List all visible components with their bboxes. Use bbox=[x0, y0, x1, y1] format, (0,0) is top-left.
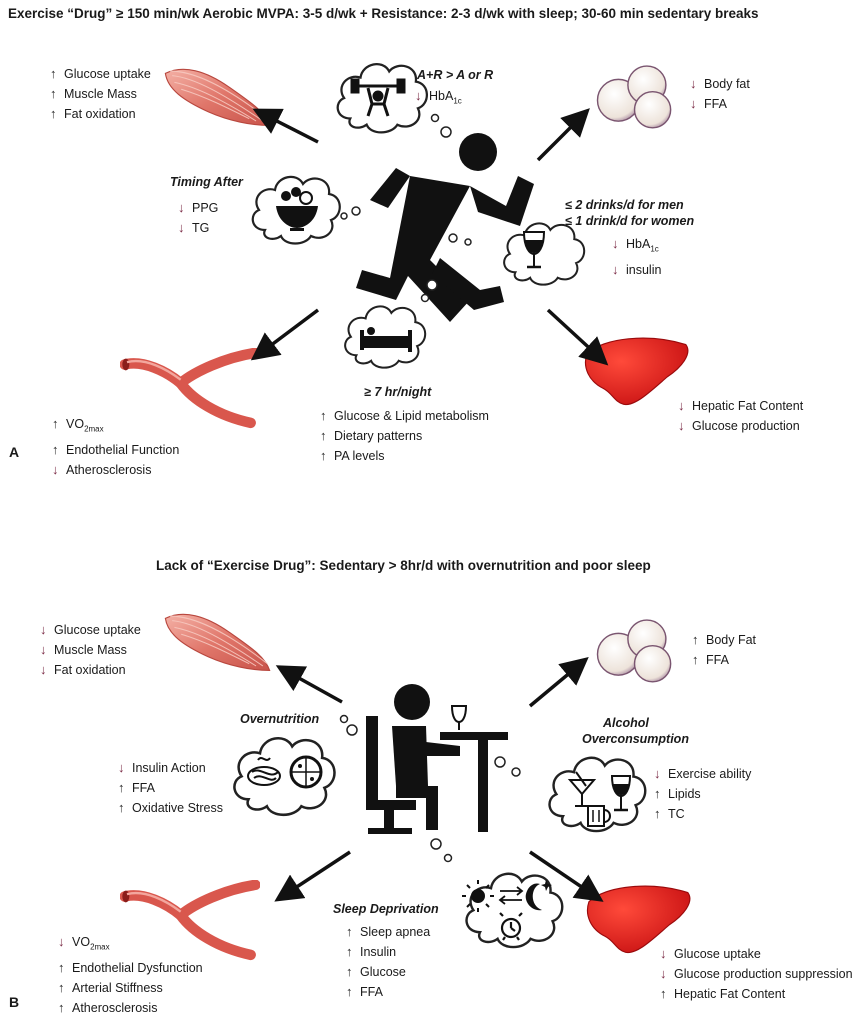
panel-b-letter: B bbox=[9, 994, 20, 1010]
alcohol-heading-a-1: ≤ 2 drinks/d for men bbox=[565, 198, 684, 212]
alcohol-heading-a-2: ≤ 1 drink/d for women bbox=[565, 214, 695, 228]
alcohol-heading-b-2: Overconsumption bbox=[582, 732, 689, 746]
bed-icon bbox=[360, 327, 412, 352]
pasta-icon bbox=[247, 757, 281, 786]
muscle-effects-a: ↑Glucose uptake ↑Muscle Mass ↑Fat oxidat… bbox=[50, 66, 151, 121]
beer-icon bbox=[587, 805, 611, 827]
resistance-heading: A+R > A or R bbox=[417, 68, 494, 82]
moon-icon bbox=[525, 880, 552, 911]
muscle-icon-b bbox=[164, 613, 271, 672]
muscle-effects-b: ↓Glucose uptake ↓Muscle Mass ↓Fat oxidat… bbox=[40, 622, 141, 677]
alarm-clock-icon bbox=[499, 912, 523, 941]
seated-person-icon bbox=[366, 684, 508, 834]
overnutrition-effects: ↓Insulin Action ↑FFA ↑Oxidative Stress bbox=[118, 760, 224, 815]
swap-arrows-icon bbox=[498, 886, 524, 905]
alcohol-effects-a: ↓HbA1c ↓insulin bbox=[612, 236, 662, 277]
liver-effects-b: ↓Glucose uptake ↓Glucose production supp… bbox=[660, 946, 853, 1001]
panel-a-title: Exercise “Drug” ≥ 150 min/wk Aerobic MVP… bbox=[8, 6, 759, 21]
pizza-icon bbox=[289, 755, 323, 789]
arrows-b bbox=[274, 657, 604, 902]
alcohol-heading-b-1: Alcohol bbox=[603, 716, 649, 730]
sleep-effects-a: ↑Glucose & Lipid metabolism ↑Dietary pat… bbox=[320, 408, 489, 463]
fat-cells-icon-b bbox=[596, 619, 672, 683]
blood-vessel-icon bbox=[122, 353, 255, 423]
vessel-effects-b: ↓VO2max ↑Endothelial Dysfunction ↑Arteri… bbox=[58, 934, 203, 1015]
resistance-effects: ↓HbA1c bbox=[415, 88, 462, 106]
muscle-icon bbox=[164, 68, 271, 127]
vessel-effects-a: ↑VO2max ↑Endothelial Function ↓Atheroscl… bbox=[52, 416, 180, 477]
fat-effects-a: ↓Body fat ↓FFA bbox=[690, 76, 750, 111]
sleep-effects-b: ↑Sleep apnea ↑Insulin ↑Glucose ↑FFA bbox=[346, 924, 431, 999]
fruit-bowl-icon bbox=[276, 187, 318, 231]
panel-a-letter: A bbox=[9, 444, 20, 460]
liver-icon-b bbox=[586, 885, 691, 954]
wine-glass-icon-b bbox=[610, 775, 632, 812]
sleep-heading-a: ≥ 7 hr/night bbox=[364, 385, 432, 399]
weightlifter-icon bbox=[350, 78, 406, 117]
fat-cells-icon bbox=[596, 65, 672, 129]
fat-effects-b: ↑Body Fat ↑FFA bbox=[692, 632, 757, 667]
sleep-heading-b: Sleep Deprivation bbox=[333, 902, 439, 916]
panel-b-title: Lack of “Exercise Drug”: Sedentary > 8hr… bbox=[156, 558, 651, 573]
arrows-a bbox=[250, 108, 609, 366]
timing-heading: Timing After bbox=[170, 175, 243, 189]
alcohol-effects-b: ↓Exercise ability ↑Lipids ↑TC bbox=[654, 766, 752, 821]
timing-effects: ↓PPG ↓TG bbox=[178, 200, 219, 235]
sun-icon bbox=[462, 880, 494, 912]
overnutrition-heading: Overnutrition bbox=[240, 712, 320, 726]
wine-glass-icon bbox=[522, 231, 546, 269]
liver-effects-a: ↓Hepatic Fat Content ↓Glucose production bbox=[678, 398, 804, 433]
cocktail-icon bbox=[567, 771, 597, 807]
runner-icon bbox=[356, 133, 534, 322]
liver-icon bbox=[584, 337, 689, 406]
